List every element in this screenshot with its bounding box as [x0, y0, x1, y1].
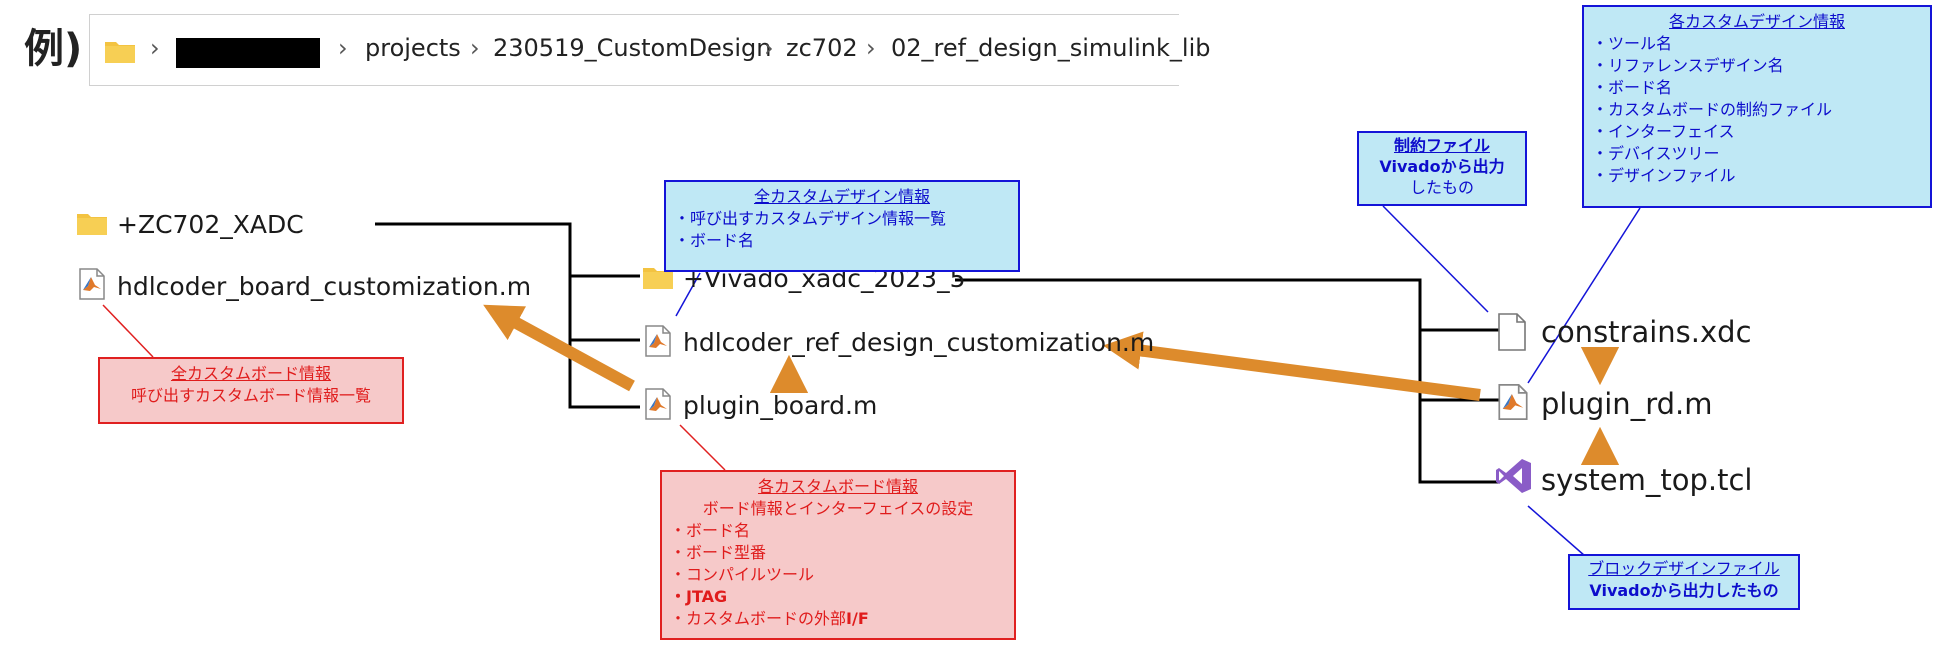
file-ref-design-customization[interactable]: hdlcoder_ref_design_customization.m: [683, 328, 1155, 357]
folder-icon: [76, 210, 108, 240]
breadcrumb-separator: ›: [470, 34, 480, 62]
callout-each-design: 各カスタムデザイン情報 ・ツール名 ・リファレンスデザイン名 ・ボード名 ・カス…: [1582, 5, 1932, 208]
callout-line-external-if: ・カスタムボードの外部I/F: [670, 608, 1006, 630]
breadcrumb-item[interactable]: projects: [365, 34, 461, 62]
arrow-plugin-rd-to-ref-design: [1102, 331, 1481, 401]
callout-line: ・デバイスツリー: [1592, 144, 1720, 163]
arrow-plugin-board-to-board-customization: [483, 304, 635, 392]
breadcrumb-item[interactable]: 02_ref_design_simulink_lib: [891, 34, 1211, 62]
leader-constraint: [1382, 205, 1489, 313]
callout-subtitle: ボード情報とインターフェイスの設定: [702, 499, 974, 518]
matlab-file-icon: [644, 325, 672, 361]
callout-text: ・カスタムボードの外部: [670, 609, 847, 628]
callout-line: ・デザインファイル: [1592, 166, 1736, 185]
callout-line: ・ボード名: [674, 231, 755, 250]
callout-each-board: 各カスタムボード情報 ボード情報とインターフェイスの設定 ・ボード名 ・ボード型…: [660, 470, 1016, 640]
callout-all-board: 全カスタムボード情報 呼び出すカスタムボード情報一覧: [98, 357, 404, 424]
leader-each-board: [679, 424, 726, 471]
callout-line: ・ボード型番: [670, 543, 767, 562]
callout-constraint-file: 制約ファイル Vivadoから出力 したもの: [1357, 131, 1527, 206]
callout-line: ・カスタムボードの制約ファイル: [1592, 100, 1833, 119]
callout-line: Vivadoから出力: [1379, 157, 1505, 176]
breadcrumb-bar: [89, 14, 1179, 86]
breadcrumb-separator: ›: [150, 34, 160, 62]
leader-each-design: [1527, 207, 1641, 384]
tree-lines-left: [375, 222, 640, 409]
callout-line: ・ツール名: [1592, 34, 1673, 53]
callout-line: ・インターフェイス: [1592, 122, 1735, 141]
callout-block-design: ブロックデザインファイル Vivadoから出力したもの: [1568, 554, 1800, 610]
callout-line: ・呼び出すカスタムデザイン情報一覧: [674, 209, 947, 228]
redacted-path-segment: [176, 38, 320, 68]
callout-title: 全カスタムボード情報: [170, 364, 331, 383]
callout-line: ・コンパイルツール: [670, 565, 815, 584]
text-file-icon: [1497, 313, 1527, 355]
file-plugin-board[interactable]: plugin_board.m: [683, 391, 878, 420]
file-constraints[interactable]: constrains.xdc: [1541, 315, 1752, 349]
callout-text: I/F: [846, 609, 869, 628]
breadcrumb-item[interactable]: zc702: [786, 34, 858, 62]
breadcrumb-separator: ›: [764, 34, 774, 62]
callout-line: 呼び出すカスタムボード情報一覧: [130, 386, 371, 405]
file-root-folder[interactable]: +ZC702_XADC: [117, 210, 304, 239]
callout-line: Vivadoから出力したもの: [1589, 581, 1779, 600]
matlab-file-icon: [78, 268, 106, 304]
tree-lines-right: [955, 278, 1500, 484]
file-system-top[interactable]: system_top.tcl: [1541, 463, 1753, 497]
callout-line: ・リファレンスデザイン名: [1592, 56, 1784, 75]
breadcrumb-separator: ›: [338, 34, 348, 62]
callout-title: 全カスタムデザイン情報: [753, 187, 930, 206]
folder-icon: [104, 38, 136, 68]
callout-title: 制約ファイル: [1393, 136, 1490, 155]
example-label: 例): [24, 26, 83, 72]
matlab-file-icon: [1497, 383, 1529, 425]
file-plugin-rd[interactable]: plugin_rd.m: [1541, 387, 1713, 421]
callout-line: したもの: [1409, 178, 1474, 197]
callout-title: 各カスタムボード情報: [757, 477, 918, 496]
leader-block-design: [1527, 505, 1586, 557]
leader-all-board: [102, 304, 154, 358]
callout-line: ・ボード名: [670, 521, 751, 540]
visual-studio-icon: [1495, 457, 1533, 499]
callout-title: 各カスタムデザイン情報: [1668, 12, 1845, 31]
file-board-customization[interactable]: hdlcoder_board_customization.m: [117, 272, 532, 301]
breadcrumb-separator: ›: [866, 34, 876, 62]
callout-title: ブロックデザインファイル: [1588, 559, 1780, 578]
breadcrumb-item[interactable]: 230519_CustomDesign: [493, 34, 772, 62]
callout-line: ・ボード名: [1592, 78, 1673, 97]
folder-icon: [642, 264, 674, 294]
callout-all-design: 全カスタムデザイン情報 ・呼び出すカスタムデザイン情報一覧 ・ボード名: [664, 180, 1020, 272]
callout-line-jtag: ・JTAG: [670, 587, 728, 606]
matlab-file-icon: [644, 388, 672, 424]
